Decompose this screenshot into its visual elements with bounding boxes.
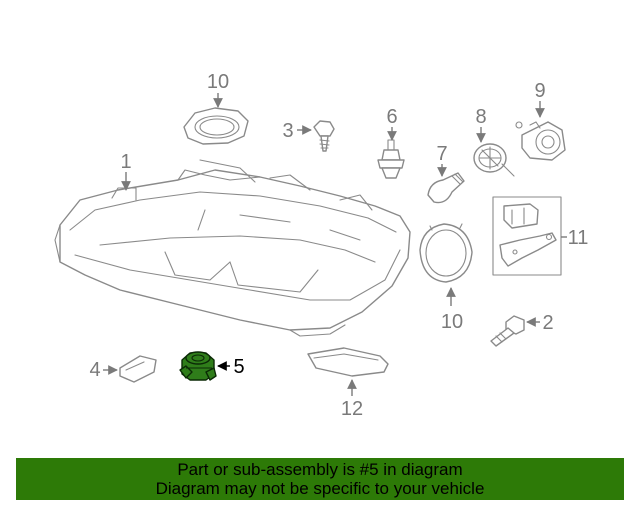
adjuster-motor-part-5[interactable] [179, 351, 217, 381]
callout-6: 6 [386, 106, 397, 128]
socket-part-9[interactable] [515, 121, 566, 161]
callout-1: 1 [120, 151, 131, 173]
screw-part-2[interactable] [490, 315, 525, 347]
callout-10-bottom: 10 [441, 311, 463, 333]
socket-part-8[interactable] [473, 143, 515, 177]
callout-4: 4 [89, 359, 100, 381]
callout-2: 2 [542, 312, 553, 334]
callout-9: 9 [534, 80, 545, 102]
diagram-notice-banner: Part or sub-assembly is #5 in diagram Di… [16, 458, 624, 500]
callout-3: 3 [282, 120, 293, 142]
banner-line-part-number: Part or sub-assembly is #5 in diagram [177, 460, 463, 479]
parts-diagram: 1 10 3 6 7 8 [54, 71, 589, 420]
clip-part-4[interactable] [119, 355, 157, 383]
callout-11: 11 [568, 227, 589, 249]
seal-ring-part-top[interactable] [183, 107, 249, 145]
bulb-part-6[interactable] [377, 139, 405, 179]
bracket-kit-part-11[interactable] [492, 196, 562, 276]
callout-5: 5 [233, 356, 244, 378]
seal-ring-part-bottom[interactable] [419, 223, 473, 283]
callout-8: 8 [475, 106, 486, 128]
screw-part-3[interactable] [313, 120, 335, 152]
callout-7: 7 [436, 143, 447, 165]
callout-10-top: 10 [207, 71, 229, 93]
callout-12: 12 [341, 398, 363, 420]
banner-line-disclaimer: Diagram may not be specific to your vehi… [155, 479, 485, 498]
cover-plate-part-12[interactable] [307, 347, 389, 377]
headlamp-assembly-part[interactable] [54, 159, 411, 337]
bulb-part-7[interactable] [427, 172, 465, 204]
